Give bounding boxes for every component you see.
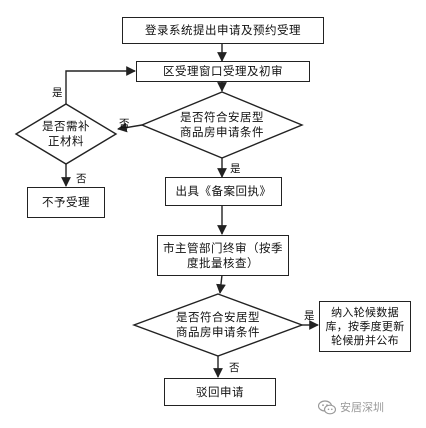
node-final-review: 市主管部门终审（按季 度批量核查）	[157, 235, 289, 276]
label-no-d2: 否	[229, 362, 240, 374]
decision-text-0: 是否需补 正材料	[42, 119, 90, 148]
node-filing-receipt: 出具《备案回执》	[165, 177, 282, 206]
decision-text-2: 是否符合安居型 商品房申请条件	[176, 310, 260, 339]
watermark: 安居深圳	[318, 399, 384, 415]
arrow-d1-d0	[117, 122, 143, 133]
node-apply: 登录系统提出申请及预约受理	[122, 17, 324, 44]
label-yes-d2: 是	[304, 310, 315, 322]
node-district-review: 区受理窗口受理及初审	[136, 61, 310, 82]
label-yes-d0: 是	[52, 87, 63, 99]
arrow-n4-d2	[216, 274, 226, 294]
wechat-icon	[318, 399, 336, 414]
node-waiting-database: 纳入轮候数据 库，按季度更新 轮候册并公布	[319, 301, 411, 352]
arrow-d0-n2	[65, 66, 136, 104]
label-yes-d1: 是	[230, 163, 241, 175]
decision-text-1: 是否符合安居型 商品房申请条件	[180, 110, 264, 139]
watermark-text: 安居深圳	[340, 401, 384, 414]
node-not-accepted: 不予受理	[27, 187, 105, 218]
label-no-d0: 否	[76, 173, 87, 185]
node-reject-application: 驳回申请	[164, 378, 276, 406]
label-no-d1: 否	[119, 118, 130, 130]
